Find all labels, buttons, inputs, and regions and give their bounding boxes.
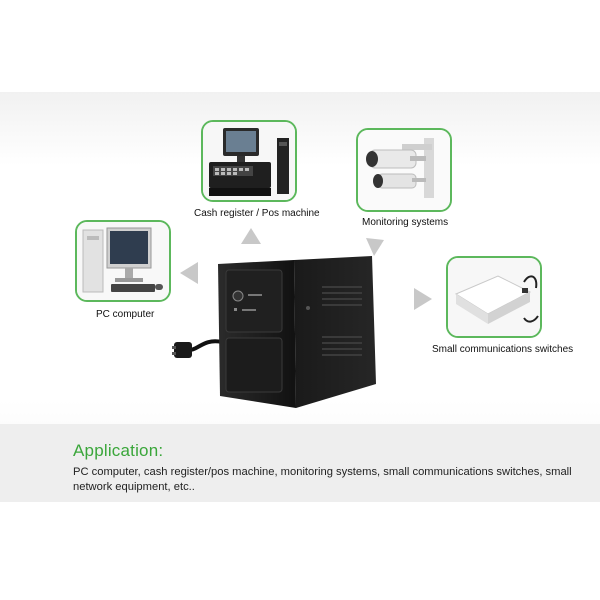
switch-label: Small communications switches [432, 344, 574, 355]
desktop-computer-icon [77, 222, 169, 300]
pos-machine-label: Cash register / Pos machine [194, 208, 320, 219]
pos-machine-thumbnail [201, 120, 297, 202]
pc-computer-thumbnail [75, 220, 171, 302]
arrow-right-icon [414, 288, 432, 310]
application-section [0, 424, 600, 502]
arrow-left-icon [180, 262, 198, 284]
pc-computer-label: PC computer [96, 309, 155, 320]
arrow-up-left-icon [241, 228, 261, 244]
monitoring-label: Monitoring systems [362, 217, 449, 228]
pos-machine-icon [203, 122, 295, 200]
arrow-up-right-icon [366, 238, 384, 256]
application-title: Application: [73, 441, 164, 460]
network-switch-icon [448, 258, 540, 336]
switch-thumbnail [446, 256, 542, 338]
security-camera-icon [358, 130, 450, 210]
ups-device-icon [172, 256, 376, 408]
application-description: PC computer, cash register/pos machine, … [73, 466, 572, 493]
monitoring-thumbnail [356, 128, 452, 212]
